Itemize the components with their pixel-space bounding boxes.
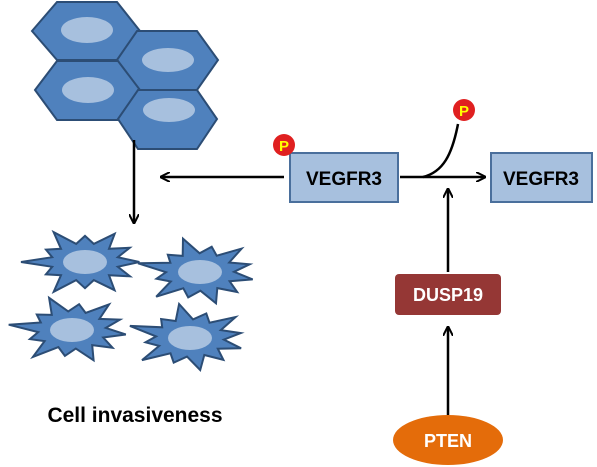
svg-text:DUSP19: DUSP19 (413, 285, 483, 305)
svg-text:P: P (459, 103, 469, 120)
invasive-cell (20, 229, 140, 294)
phospho-badge-left: P (273, 134, 295, 156)
epithelial-cell (115, 30, 220, 91)
dusp19-node: DUSP19 (395, 274, 501, 315)
vegfr3-dephosphorylated-node: VEGFR3 (490, 152, 593, 203)
invasive-cell (129, 301, 245, 372)
pten-node: PTEN (393, 415, 503, 465)
svg-text:VEGFR3: VEGFR3 (306, 169, 382, 190)
epithelial-cell-cluster (30, 1, 220, 150)
phosphate-release-curve (422, 123, 460, 179)
invasive-cell (8, 295, 127, 363)
svg-text:PTEN: PTEN (424, 431, 472, 451)
epithelial-cell (33, 60, 142, 121)
epithelial-cell (116, 89, 219, 150)
invasive-cell-cluster (8, 229, 254, 372)
cell-invasiveness-caption: Cell invasiveness (47, 404, 222, 427)
svg-text:P: P (279, 138, 289, 155)
vegfr3-phosphorylated-node: VEGFR3 (289, 152, 399, 203)
invasive-cell (137, 236, 254, 306)
phospho-badge-released: P (453, 99, 475, 121)
svg-text:VEGFR3: VEGFR3 (503, 169, 579, 190)
